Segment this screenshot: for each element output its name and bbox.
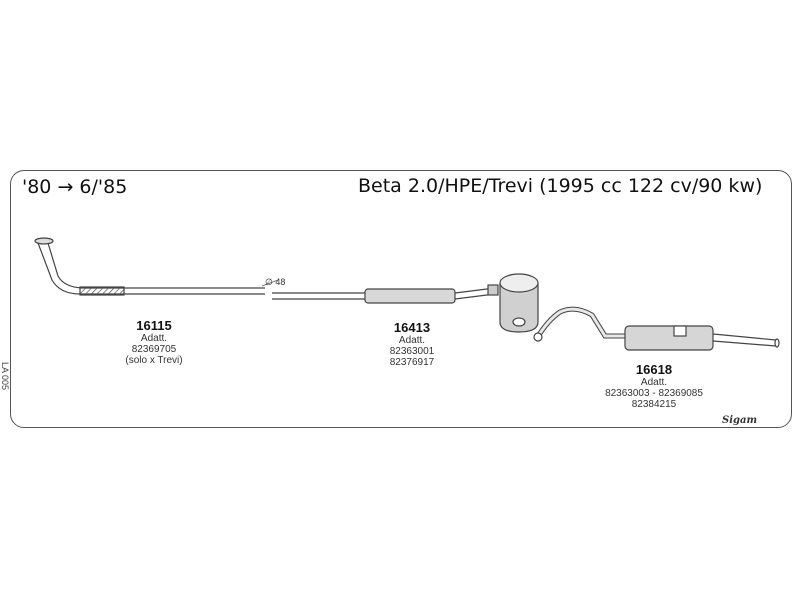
resonator-canister (499, 273, 539, 333)
part-number: 16413 (393, 320, 431, 335)
rear-silencer-16618 (533, 306, 780, 351)
part-reference: 82363003 - 82369085 (605, 388, 703, 399)
pipe-diameter-label: ∅ 48 (265, 277, 286, 287)
part-number: 16618 (635, 362, 673, 377)
vehicle-model-title: Beta 2.0/HPE/Trevi (1995 cc 122 cv/90 kw… (358, 175, 763, 197)
part-note: Adatt. (398, 335, 426, 346)
part-label-16115: 16115 Adatt. 82369705 (solo x Trevi) (112, 318, 196, 366)
part-label-16618: 16618 Adatt. 82363003 - 82369085 8238421… (584, 362, 724, 410)
diagram-frame (10, 170, 792, 428)
part-reference: 82384215 (631, 399, 677, 410)
part-number: 16115 (136, 318, 172, 333)
part-reference: 82376917 (389, 357, 435, 368)
part-note: Adatt. (640, 377, 668, 388)
middle-silencer-16413 (272, 284, 499, 304)
brand-logo: Sigam (722, 415, 758, 426)
part-reference: 82369705 (131, 344, 177, 355)
part-reference: (solo x Trevi) (125, 355, 183, 366)
part-note: Adatt. (140, 333, 168, 344)
front-pipe-16115 (34, 237, 265, 296)
year-range: '80 → 6/'85 (22, 176, 128, 198)
part-label-16413: 16413 Adatt. 82363001 82376917 (370, 320, 454, 368)
catalog-code: LA 005 (0, 362, 10, 391)
part-reference: 82363001 (389, 346, 435, 357)
